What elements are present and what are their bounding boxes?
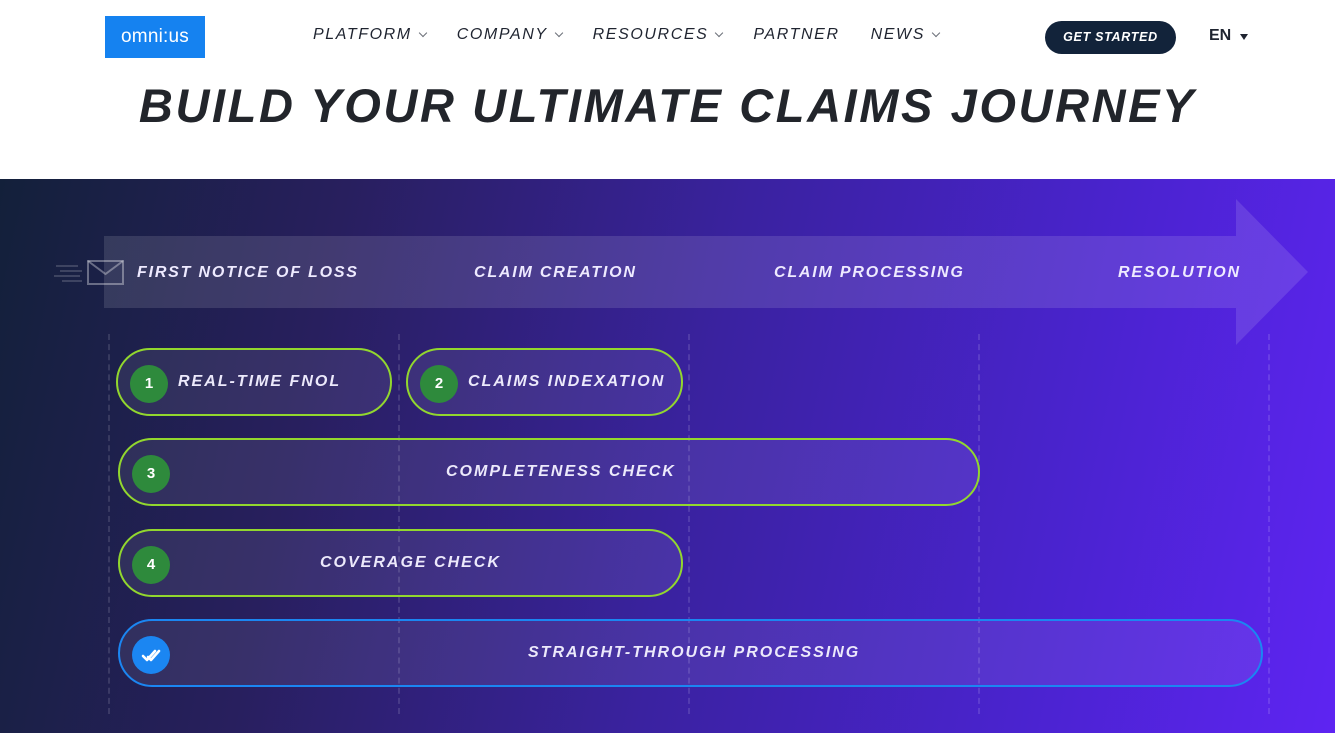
site-header: omni:us PLATFORM COMPANY RESOURCES PARTN… <box>0 0 1335 75</box>
step-number-badge: 3 <box>132 455 170 493</box>
step-number-badge: 4 <box>132 546 170 584</box>
caret-down-icon <box>1240 34 1249 40</box>
omnius-logo[interactable]: omni:us <box>105 16 205 58</box>
chevron-down-icon <box>418 28 427 38</box>
stage-divider <box>688 334 690 714</box>
nav-partner[interactable]: PARTNER <box>753 26 839 44</box>
claims-journey-graphic: FIRST NOTICE OF LOSS CLAIM CREATION CLAI… <box>0 179 1335 733</box>
step-straight-through-processing[interactable]: STRAIGHT-THROUGH PROCESSING <box>118 619 1263 687</box>
nav-platform-label: PLATFORM <box>313 26 412 43</box>
step-claims-indexation[interactable]: 2 CLAIMS INDEXATION <box>406 348 683 416</box>
journey-arrow-banner <box>104 199 1308 345</box>
step-number-badge: 2 <box>420 365 458 403</box>
stage-claim-processing: CLAIM PROCESSING <box>774 264 965 281</box>
page-headline: BUILD YOUR ULTIMATE CLAIMS JOURNEY <box>138 79 1197 132</box>
stage-divider <box>108 334 110 714</box>
step-label: REAL-TIME FNOL <box>178 373 342 390</box>
stage-resolution: RESOLUTION <box>1118 264 1241 281</box>
stage-divider <box>978 334 980 714</box>
nav-partner-label: PARTNER <box>753 26 840 43</box>
nav-resources[interactable]: RESOURCES <box>592 26 724 44</box>
main-nav: PLATFORM COMPANY RESOURCES PARTNER NEWS <box>313 26 970 44</box>
nav-company[interactable]: COMPANY <box>456 26 563 44</box>
stage-divider <box>398 334 400 714</box>
nav-news-label: NEWS <box>870 26 926 43</box>
get-started-button[interactable]: GET STARTED <box>1045 21 1176 54</box>
step-real-time-fnol[interactable]: 1 REAL-TIME FNOL <box>116 348 392 416</box>
step-label: COMPLETENESS CHECK <box>446 463 676 480</box>
stage-divider <box>1268 334 1270 714</box>
step-label: STRAIGHT-THROUGH PROCESSING <box>528 644 861 661</box>
nav-company-label: COMPANY <box>456 26 548 43</box>
envelope-icon <box>54 260 124 285</box>
stage-first-notice-of-loss: FIRST NOTICE OF LOSS <box>137 264 359 281</box>
step-number-badge: 1 <box>130 365 168 403</box>
double-check-icon <box>132 636 170 674</box>
chevron-down-icon <box>554 28 563 38</box>
nav-platform[interactable]: PLATFORM <box>313 26 427 44</box>
step-label: CLAIMS INDEXATION <box>468 373 666 390</box>
language-selector[interactable]: EN <box>1209 27 1249 45</box>
step-coverage-check[interactable]: 4 COVERAGE CHECK <box>118 529 683 597</box>
stage-claim-creation: CLAIM CREATION <box>474 264 637 281</box>
chevron-down-icon <box>931 28 941 38</box>
nav-news[interactable]: NEWS <box>870 26 941 44</box>
chevron-down-icon <box>715 28 724 38</box>
step-completeness-check[interactable]: 3 COMPLETENESS CHECK <box>118 438 980 506</box>
nav-resources-label: RESOURCES <box>592 26 709 43</box>
step-label: COVERAGE CHECK <box>320 554 501 571</box>
language-label: EN <box>1209 27 1232 44</box>
